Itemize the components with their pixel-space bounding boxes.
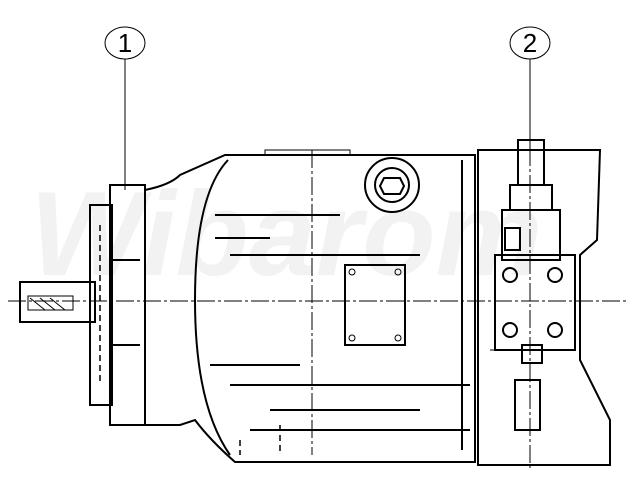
flange (89, 184, 146, 426)
cover-plate (344, 264, 406, 346)
watermark: Wibarom (30, 167, 542, 301)
plug (364, 157, 420, 213)
balloon-1: 1 (104, 26, 146, 190)
balloon-2: 2 (509, 26, 551, 148)
svg-text:2: 2 (523, 28, 537, 58)
shaft (19, 281, 96, 323)
svg-text:1: 1 (118, 28, 132, 58)
controller (494, 139, 576, 364)
housing (144, 154, 476, 463)
